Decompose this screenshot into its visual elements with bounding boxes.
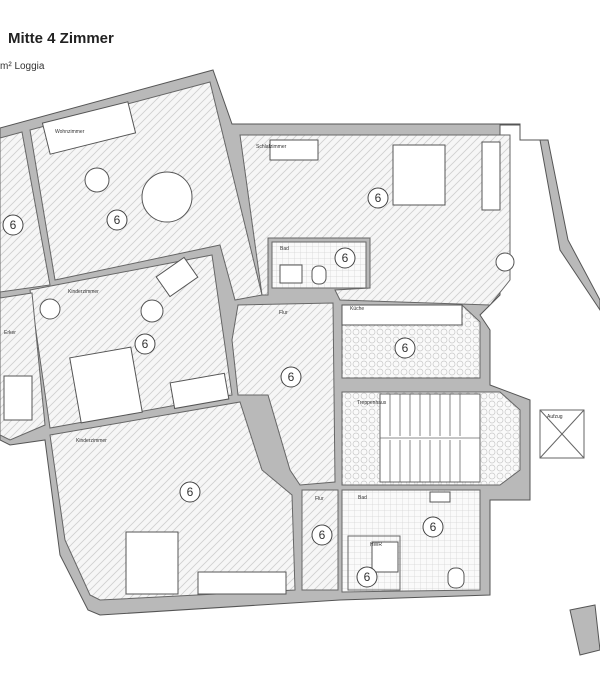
label-aufzug: Aufzug (547, 414, 563, 420)
marker: 6 (2, 214, 24, 236)
kitchen-counter (341, 304, 463, 326)
neighbour-building (569, 604, 600, 656)
svg-text:6: 6 (142, 337, 149, 351)
cabinet (197, 571, 287, 595)
side-table (84, 167, 110, 193)
svg-text:6: 6 (10, 218, 17, 232)
marker: 6 (311, 524, 333, 546)
marker: 6 (134, 333, 156, 355)
marker: 6 (179, 481, 201, 503)
room-flur (231, 302, 336, 486)
round-table (140, 299, 164, 323)
dining-table (141, 171, 193, 223)
svg-text:6: 6 (114, 213, 121, 227)
desk (269, 139, 319, 161)
label-kueche: Küche (350, 306, 364, 312)
sink (279, 264, 303, 284)
marker: 6 (334, 247, 356, 269)
furniture (3, 101, 515, 595)
armchair (495, 252, 515, 272)
svg-text:6: 6 (319, 528, 326, 542)
marker: 6 (106, 209, 128, 231)
stair-treads (380, 394, 480, 482)
desk-2 (3, 375, 33, 421)
room-kinderzimmer-2 (49, 401, 296, 601)
marker: 6 (422, 516, 444, 538)
plan-subtitle: m² Loggia (0, 61, 45, 72)
label-wohnzimmer: Wohnzimmer (55, 129, 85, 135)
marker: 6 (356, 566, 378, 588)
bed-double-2 (69, 346, 143, 424)
wardrobe (481, 141, 501, 211)
label-schlafzimmer: Schlafzimmer (256, 144, 287, 150)
sofa (41, 101, 137, 155)
marker: 6 (367, 187, 389, 209)
dresser (169, 372, 230, 410)
svg-text:6: 6 (430, 520, 437, 534)
label-flur: Flur (279, 310, 288, 316)
plan-title: Mitte 4 Zimmer (8, 30, 114, 47)
toilet (311, 265, 327, 285)
svg-text:6: 6 (364, 570, 371, 584)
svg-text:6: 6 (402, 341, 409, 355)
toilet-2 (447, 567, 465, 589)
svg-text:6: 6 (187, 485, 194, 499)
sink-2 (429, 491, 451, 503)
bed-double (392, 144, 446, 206)
room-markers: 6 6 6 6 6 6 6 6 6 6 6 (2, 187, 444, 588)
label-kinderzimmer-2: Kinderzimmer (76, 438, 107, 444)
label-kinderzimmer-1: Kinderzimmer (68, 289, 99, 295)
svg-text:6: 6 (342, 251, 349, 265)
label-erker: Erker (4, 330, 16, 336)
bed-double-3 (125, 531, 179, 595)
chair (155, 256, 199, 298)
label-treppenhaus: Treppenhaus (357, 400, 387, 406)
label-bad: Bad (358, 495, 367, 501)
label-flur-2: Flur (315, 496, 324, 502)
marker: 6 (280, 366, 302, 388)
label-hwr: HWR (370, 542, 382, 548)
label-bad-oben: Bad (280, 246, 289, 252)
armchair-2 (39, 298, 61, 320)
washer (371, 541, 399, 573)
room-labels: Wohnzimmer Schlafzimmer Bad Kinderzimmer… (4, 129, 563, 548)
svg-text:6: 6 (288, 370, 295, 384)
room-left-partial (0, 131, 51, 293)
marker: 6 (394, 337, 416, 359)
svg-text:6: 6 (375, 191, 382, 205)
